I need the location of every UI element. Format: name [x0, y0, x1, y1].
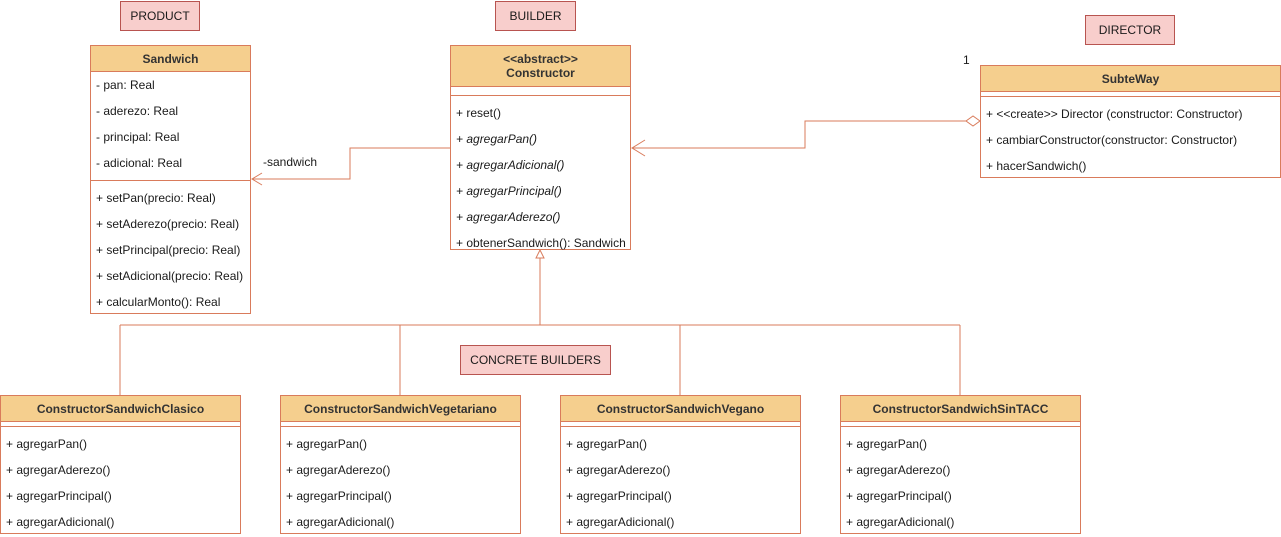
aggregation-line [632, 120, 966, 149]
label-product: PRODUCT [120, 1, 200, 31]
sintacc-method: + agregarAdicional() [846, 515, 955, 529]
class-constructor-sandwich-clasico[interactable]: ConstructorSandwichClasico + agregarPan(… [0, 395, 241, 534]
sandwich-attribute: - pan: Real [96, 78, 155, 92]
class-vegetariano-name: ConstructorSandwichVegetariano [304, 401, 497, 416]
class-clasico-header: ConstructorSandwichClasico [1, 396, 240, 422]
sandwich-attribute: - principal: Real [96, 130, 180, 144]
vegetariano-method: + agregarAdicional() [286, 515, 395, 529]
class-sandwich-header: Sandwich [91, 46, 250, 72]
label-builder: BUILDER [495, 1, 576, 31]
clasico-method: + agregarAdicional() [6, 515, 115, 529]
inheritance-triangle [535, 248, 545, 259]
class-constructor-sandwich-vegano[interactable]: ConstructorSandwichVegano + agregarPan()… [560, 395, 801, 534]
clasico-method: + agregarPan() [6, 437, 88, 451]
class-subteway[interactable]: SubteWay + <<create>> Director (construc… [980, 65, 1281, 178]
class-vegano-header: ConstructorSandwichVegano [561, 396, 800, 422]
aggregation-diamond [965, 115, 981, 127]
constructor-method: + agregarPrincipal() [456, 184, 562, 198]
sandwich-method: + setAdicional(precio: Real) [96, 269, 244, 283]
association-role-label: -sandwich [263, 155, 318, 169]
class-sandwich[interactable]: Sandwich - pan: Real - aderezo: Real - p… [90, 45, 251, 314]
sintacc-method: + agregarPrincipal() [846, 489, 952, 503]
class-constructor-divider [451, 95, 630, 96]
vegano-method: + agregarPrincipal() [566, 489, 672, 503]
class-constructor-header: <<abstract>> Constructor [451, 46, 630, 87]
label-director: DIRECTOR [1085, 15, 1175, 45]
class-vegano-name: ConstructorSandwichVegano [596, 401, 765, 416]
aggregation-multiplicity: 1 [963, 53, 970, 67]
sandwich-attribute: - aderezo: Real [96, 104, 179, 118]
subteway-method: + cambiarConstructor(constructor: Constr… [986, 133, 1238, 147]
sandwich-method: + setPrincipal(precio: Real) [96, 243, 241, 257]
class-vegano-divider [561, 426, 800, 427]
sandwich-method: + setAderezo(precio: Real) [96, 217, 240, 231]
class-sandwich-name: Sandwich [142, 51, 199, 66]
constructor-method: + reset() [456, 106, 502, 120]
class-subteway-name: SubteWay [1101, 71, 1160, 86]
sintacc-method: + agregarPan() [846, 437, 928, 451]
vegetariano-method: + agregarPrincipal() [286, 489, 392, 503]
class-vegetariano-divider [281, 426, 520, 427]
class-constructor-name: Constructor [506, 66, 575, 80]
class-constructor-sandwich-vegetariano[interactable]: ConstructorSandwichVegetariano + agregar… [280, 395, 521, 534]
vegano-method: + agregarAderezo() [566, 463, 671, 477]
association-line [252, 147, 450, 180]
class-constructor-stereotype: <<abstract>> [503, 52, 578, 66]
sintacc-method: + agregarAderezo() [846, 463, 951, 477]
class-constructor[interactable]: <<abstract>> Constructor + reset() + agr… [450, 45, 631, 250]
sandwich-method: + calcularMonto(): Real [96, 295, 221, 309]
class-sintacc-header: ConstructorSandwichSinTACC [841, 396, 1080, 422]
clasico-method: + agregarPrincipal() [6, 489, 112, 503]
constructor-method: + agregarPan() [456, 132, 538, 146]
constructor-method: + agregarAderezo() [456, 210, 561, 224]
vegetariano-method: + agregarAderezo() [286, 463, 391, 477]
constructor-method: + obtenerSandwich(): Sandwich [456, 236, 626, 250]
class-subteway-header: SubteWay [981, 66, 1280, 92]
subteway-method: + hacerSandwich() [986, 159, 1087, 173]
class-sandwich-divider [91, 180, 250, 181]
sandwich-method: + setPan(precio: Real) [96, 191, 216, 205]
class-vegetariano-header: ConstructorSandwichVegetariano [281, 396, 520, 422]
aggregation-arrowhead [631, 139, 646, 157]
class-constructor-sandwich-sintacc[interactable]: ConstructorSandwichSinTACC + agregarPan(… [840, 395, 1081, 534]
class-clasico-divider [1, 426, 240, 427]
association-arrowhead [251, 172, 263, 186]
subteway-method: + <<create>> Director (constructor: Cons… [986, 107, 1243, 121]
class-subteway-divider [981, 96, 1280, 97]
clasico-method: + agregarAderezo() [6, 463, 111, 477]
label-concrete-builders: CONCRETE BUILDERS [460, 345, 611, 375]
class-sintacc-name: ConstructorSandwichSinTACC [872, 401, 1049, 416]
vegano-method: + agregarAdicional() [566, 515, 675, 529]
vegano-method: + agregarPan() [566, 437, 648, 451]
constructor-method: + agregarAdicional() [456, 158, 565, 172]
sandwich-attribute: - adicional: Real [96, 156, 183, 170]
class-sintacc-divider [841, 426, 1080, 427]
vegetariano-method: + agregarPan() [286, 437, 368, 451]
class-clasico-name: ConstructorSandwichClasico [36, 401, 205, 416]
